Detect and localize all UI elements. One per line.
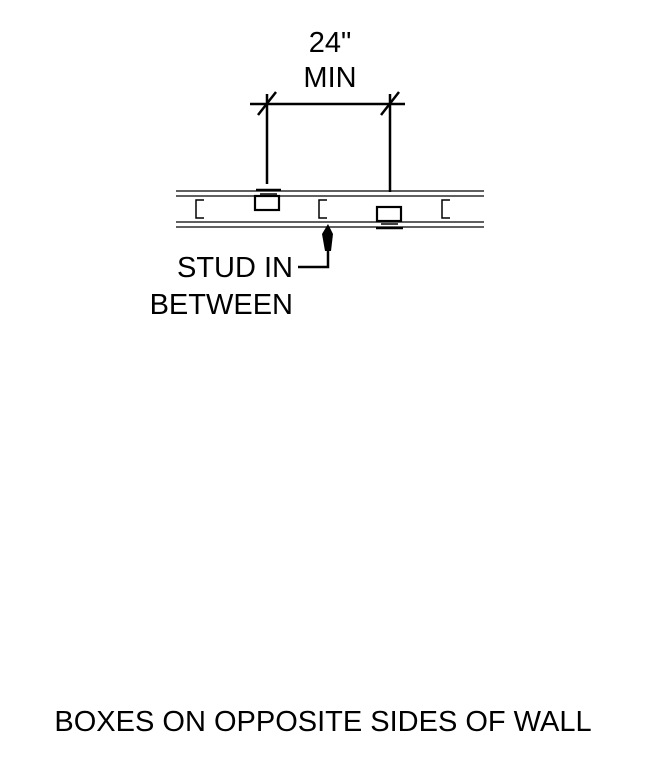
dimension-value-label: 24" bbox=[309, 27, 352, 59]
electrical-box-lower-side bbox=[375, 205, 403, 230]
callout-label-line1: STUD IN bbox=[177, 252, 293, 284]
drawing-caption: BOXES ON OPPOSITE SIDES OF WALL bbox=[54, 706, 591, 738]
dimension-qualifier-label: MIN bbox=[303, 62, 356, 94]
stud-right bbox=[441, 199, 450, 219]
callout-label-line2: BETWEEN bbox=[150, 289, 293, 321]
stud-middle bbox=[318, 199, 327, 219]
dimension-line bbox=[250, 91, 405, 192]
stud-left bbox=[195, 199, 204, 219]
electrical-box-upper-side bbox=[253, 188, 281, 212]
callout-leader-arrow bbox=[298, 224, 333, 269]
wall-section bbox=[176, 190, 484, 228]
